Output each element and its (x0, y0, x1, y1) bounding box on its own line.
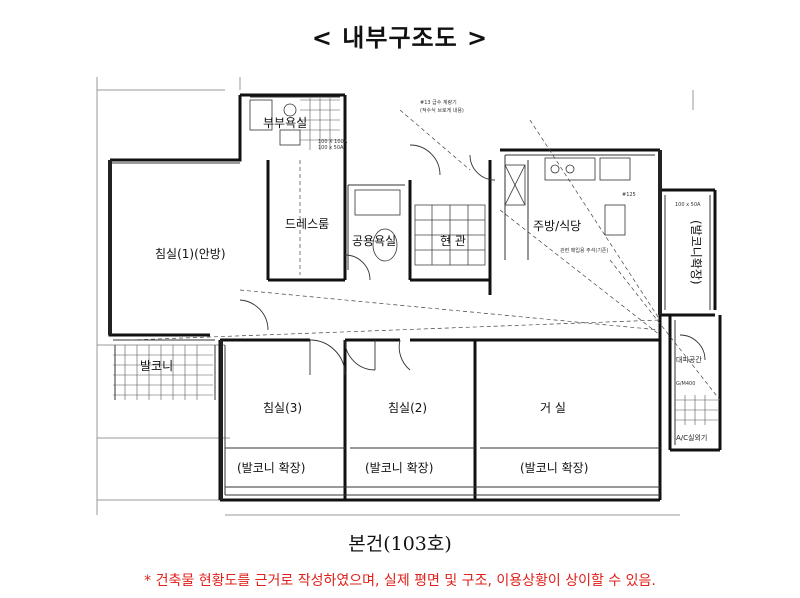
utility-extension-label: (발코니확장) (689, 220, 703, 285)
annotation-note: (적수식 브로게 내용) (420, 107, 464, 114)
master-bedroom-label: 침실(1)(안방) (155, 247, 226, 261)
annotation-water-meter: #13 급수 계량기 (420, 99, 457, 106)
ac-outdoor-label: A/C실외기 (676, 433, 707, 442)
bedroom2-label: 침실(2) (388, 401, 427, 415)
extension-label-1: (발코니 확장) (237, 461, 305, 475)
evac-space-label: 대피공간 (676, 355, 702, 364)
annotation-pipe-1: 100 X 100A (318, 139, 348, 145)
page-title: < 내부구조도 > (311, 24, 489, 52)
extension-label-3: (발코니 확장) (520, 461, 588, 475)
dressroom-label: 드레스룸 (285, 217, 329, 231)
balcony-label: 발코니 (140, 359, 173, 373)
annotation-pipe-3: 100 x 50A (675, 202, 701, 208)
annotation-kitchen-num: #125 (622, 192, 636, 198)
annotation-kitchen-note: 관련 매입용 주석(기존) (560, 247, 609, 254)
disclaimer-note: * 건축물 현황도를 근거로 작성하였으며, 실제 평면 및 구조, 이용상황이… (144, 573, 656, 589)
common-bathroom-label: 공용욕실 (352, 234, 396, 248)
master-bathroom-label: 부부욕실 (263, 116, 307, 130)
entrance-label: 현 관 (440, 234, 466, 248)
bedroom3-label: 침실(3) (263, 401, 302, 415)
plan-caption: 본건(103호) (348, 533, 452, 555)
annotation-pipe-2: 100 x 50A (318, 145, 344, 151)
kitchen-label: 주방/식당 (533, 219, 581, 233)
living-room-label: 거 실 (540, 401, 566, 415)
annotation-gm: G/M400 (676, 381, 695, 387)
extension-label-2: (발코니 확장) (365, 461, 433, 475)
